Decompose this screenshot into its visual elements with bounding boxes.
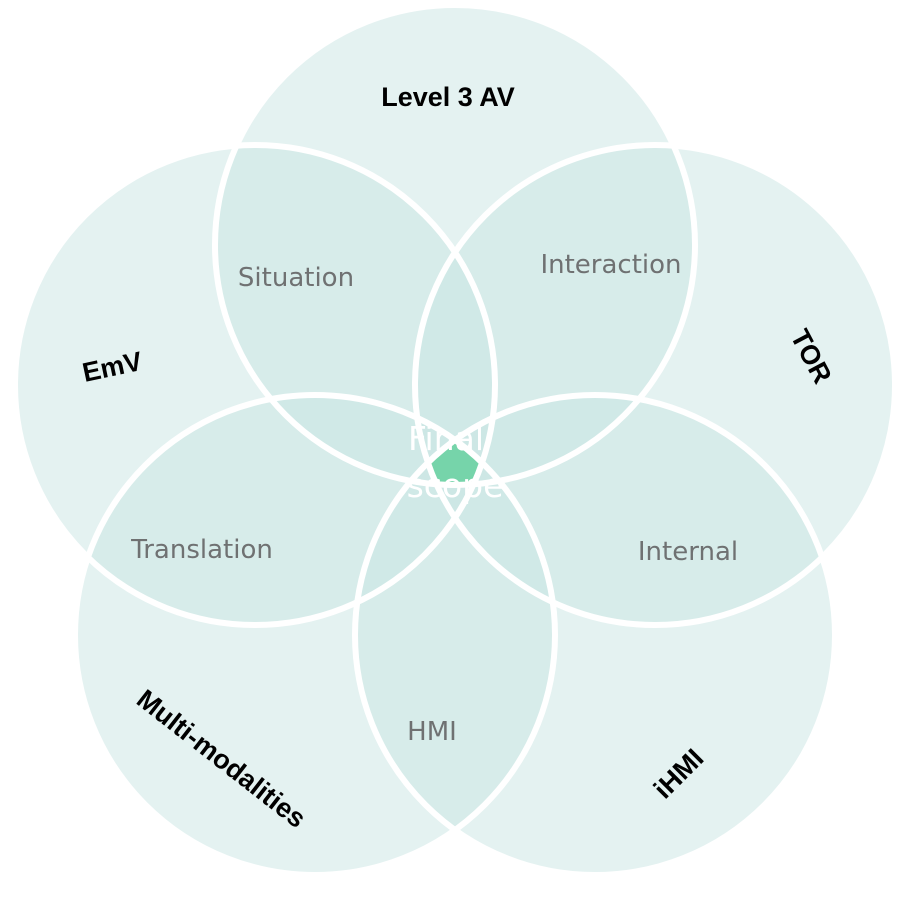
outline-emv — [12, 142, 498, 628]
set-label-level3av: Level 3 AV — [381, 82, 515, 112]
region-label-hmi: HMI — [407, 717, 457, 747]
center-label-line2: scope — [407, 466, 504, 505]
outline-tor — [412, 142, 898, 628]
region-label-internal: Internal — [638, 537, 738, 567]
region-label-situation: Situation — [238, 263, 354, 293]
set-circles — [15, 5, 895, 875]
outline-ihmi — [352, 392, 838, 878]
center-label-line1: Final — [408, 419, 484, 458]
set-circle-ihmi — [355, 395, 835, 875]
region-label-translation: Translation — [130, 535, 273, 565]
outline-level3av — [212, 2, 698, 488]
outline-multimodal — [72, 392, 558, 878]
set-outlines — [12, 2, 898, 878]
region-label-interaction: Interaction — [540, 250, 681, 280]
